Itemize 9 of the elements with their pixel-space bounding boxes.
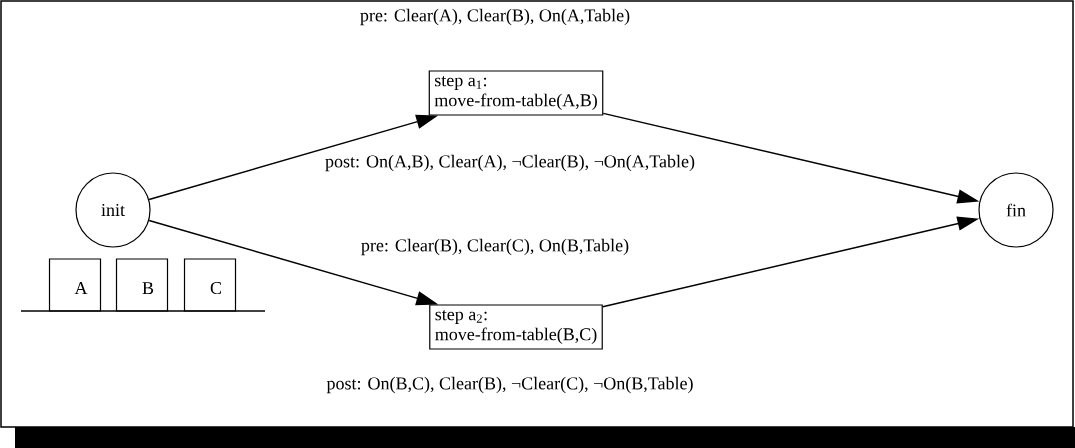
step-box: step a$_{1}$: move-from-table(A,B) [428,70,604,116]
step-box: step a$_{2}$: move-from-table(B,C) [429,304,603,350]
block-square: B [115,258,169,312]
condition-text: post: On(B,C), Clear(B), ¬Clear(C), ¬On(B,Table) [326,376,693,394]
condition-text: pre: Clear(B), Clear(C), On(B,Table) [361,238,629,256]
condition-text: post: On(A,B), Clear(A), ¬Clear(B), ¬On(A,Table) [325,154,695,172]
condition-text: pre: Clear(A), Clear(B), On(A,Table) [360,8,630,26]
block-square: C [183,258,237,312]
block-square: A [48,258,102,312]
